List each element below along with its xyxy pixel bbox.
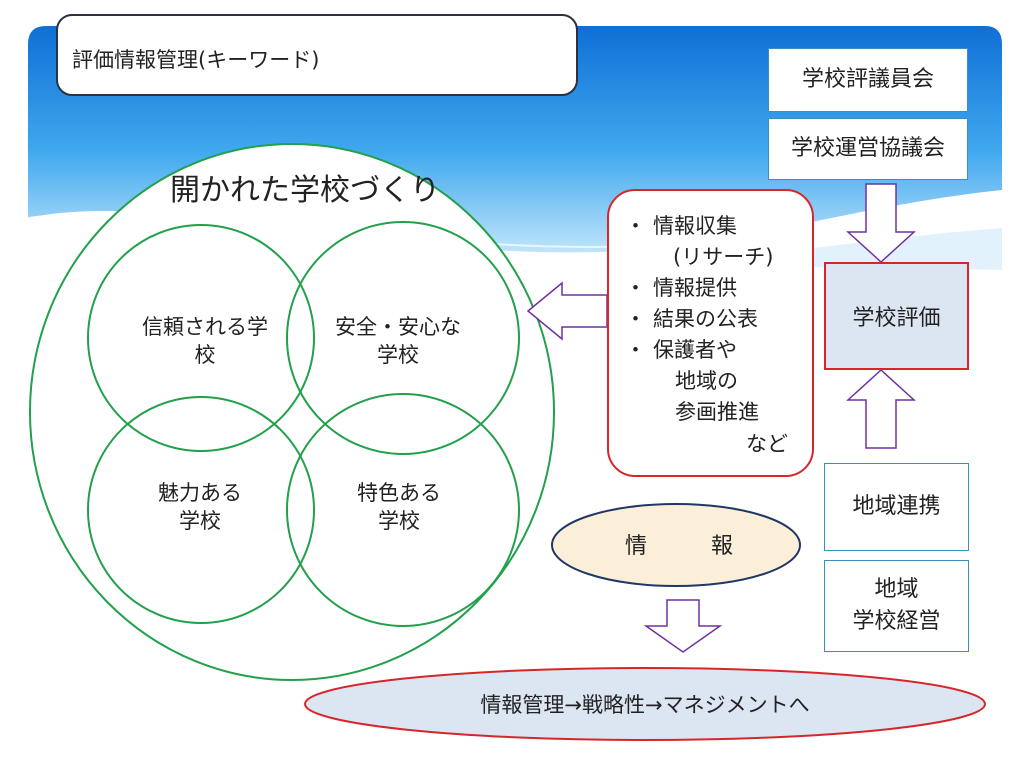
main-ellipse <box>29 143 555 681</box>
info-item: 参画推進 <box>675 400 759 425</box>
circle-safety <box>286 221 520 455</box>
evaluation-box: 学校評価 <box>824 262 969 370</box>
info-item: ・保護者や <box>625 335 802 366</box>
regional-box: 地域連携 <box>824 463 969 551</box>
circle-trust <box>87 224 315 452</box>
attractive-line2: 学校 <box>179 509 221 533</box>
distinctive-line2: 学校 <box>378 509 420 533</box>
distinctive-line1: 特色ある <box>357 481 441 505</box>
trust-line1: 信頼される学 <box>142 315 268 339</box>
safety-line1: 安全・安心な <box>335 315 461 339</box>
council-box-1: 学校評議員会 <box>768 48 968 112</box>
bullet-mark: ・ <box>625 214 646 238</box>
main-circle-label: 開かれた学校づくり <box>170 173 440 208</box>
info-item: (リサーチ) <box>673 245 774 270</box>
info-oval <box>551 503 801 587</box>
bottom-oval <box>304 667 986 741</box>
trust-line2: 校 <box>195 343 216 367</box>
bullet-mark: ・ <box>625 307 646 332</box>
info-oval-right: 報 <box>711 534 733 559</box>
down-arrow-council <box>846 183 916 264</box>
attractive-line1: 魅力ある <box>158 481 242 505</box>
info-item: ・情報収集 <box>625 211 802 242</box>
info-box: ・情報収集 (リサーチ) ・情報提供 ・結果の公表 ・保護者や 地域の 参画推進… <box>607 189 814 477</box>
title-box: 評価情報管理(キーワード) <box>56 14 578 96</box>
bottom-oval-label: 情報管理→戦略性→マネジメントへ <box>480 693 809 717</box>
up-arrow-regional <box>846 368 916 449</box>
info-item: ・情報提供 <box>625 273 802 304</box>
circle-distinctive <box>286 393 520 627</box>
info-item: など <box>746 431 788 456</box>
council-box-2: 学校運営協議会 <box>768 118 968 180</box>
page-title: 評価情報管理(キーワード) <box>72 48 320 72</box>
bullet-mark: ・ <box>625 338 646 363</box>
info-item: ・結果の公表 <box>625 304 802 335</box>
circle-attractive <box>87 396 315 624</box>
down-arrow-info <box>643 599 723 653</box>
safety-line2: 学校 <box>377 343 419 367</box>
info-oval-left: 情 <box>625 534 647 559</box>
info-item: 地域の <box>675 369 738 394</box>
regional-management-box: 地域 学校経営 <box>824 560 969 652</box>
bullet-mark: ・ <box>625 276 646 301</box>
